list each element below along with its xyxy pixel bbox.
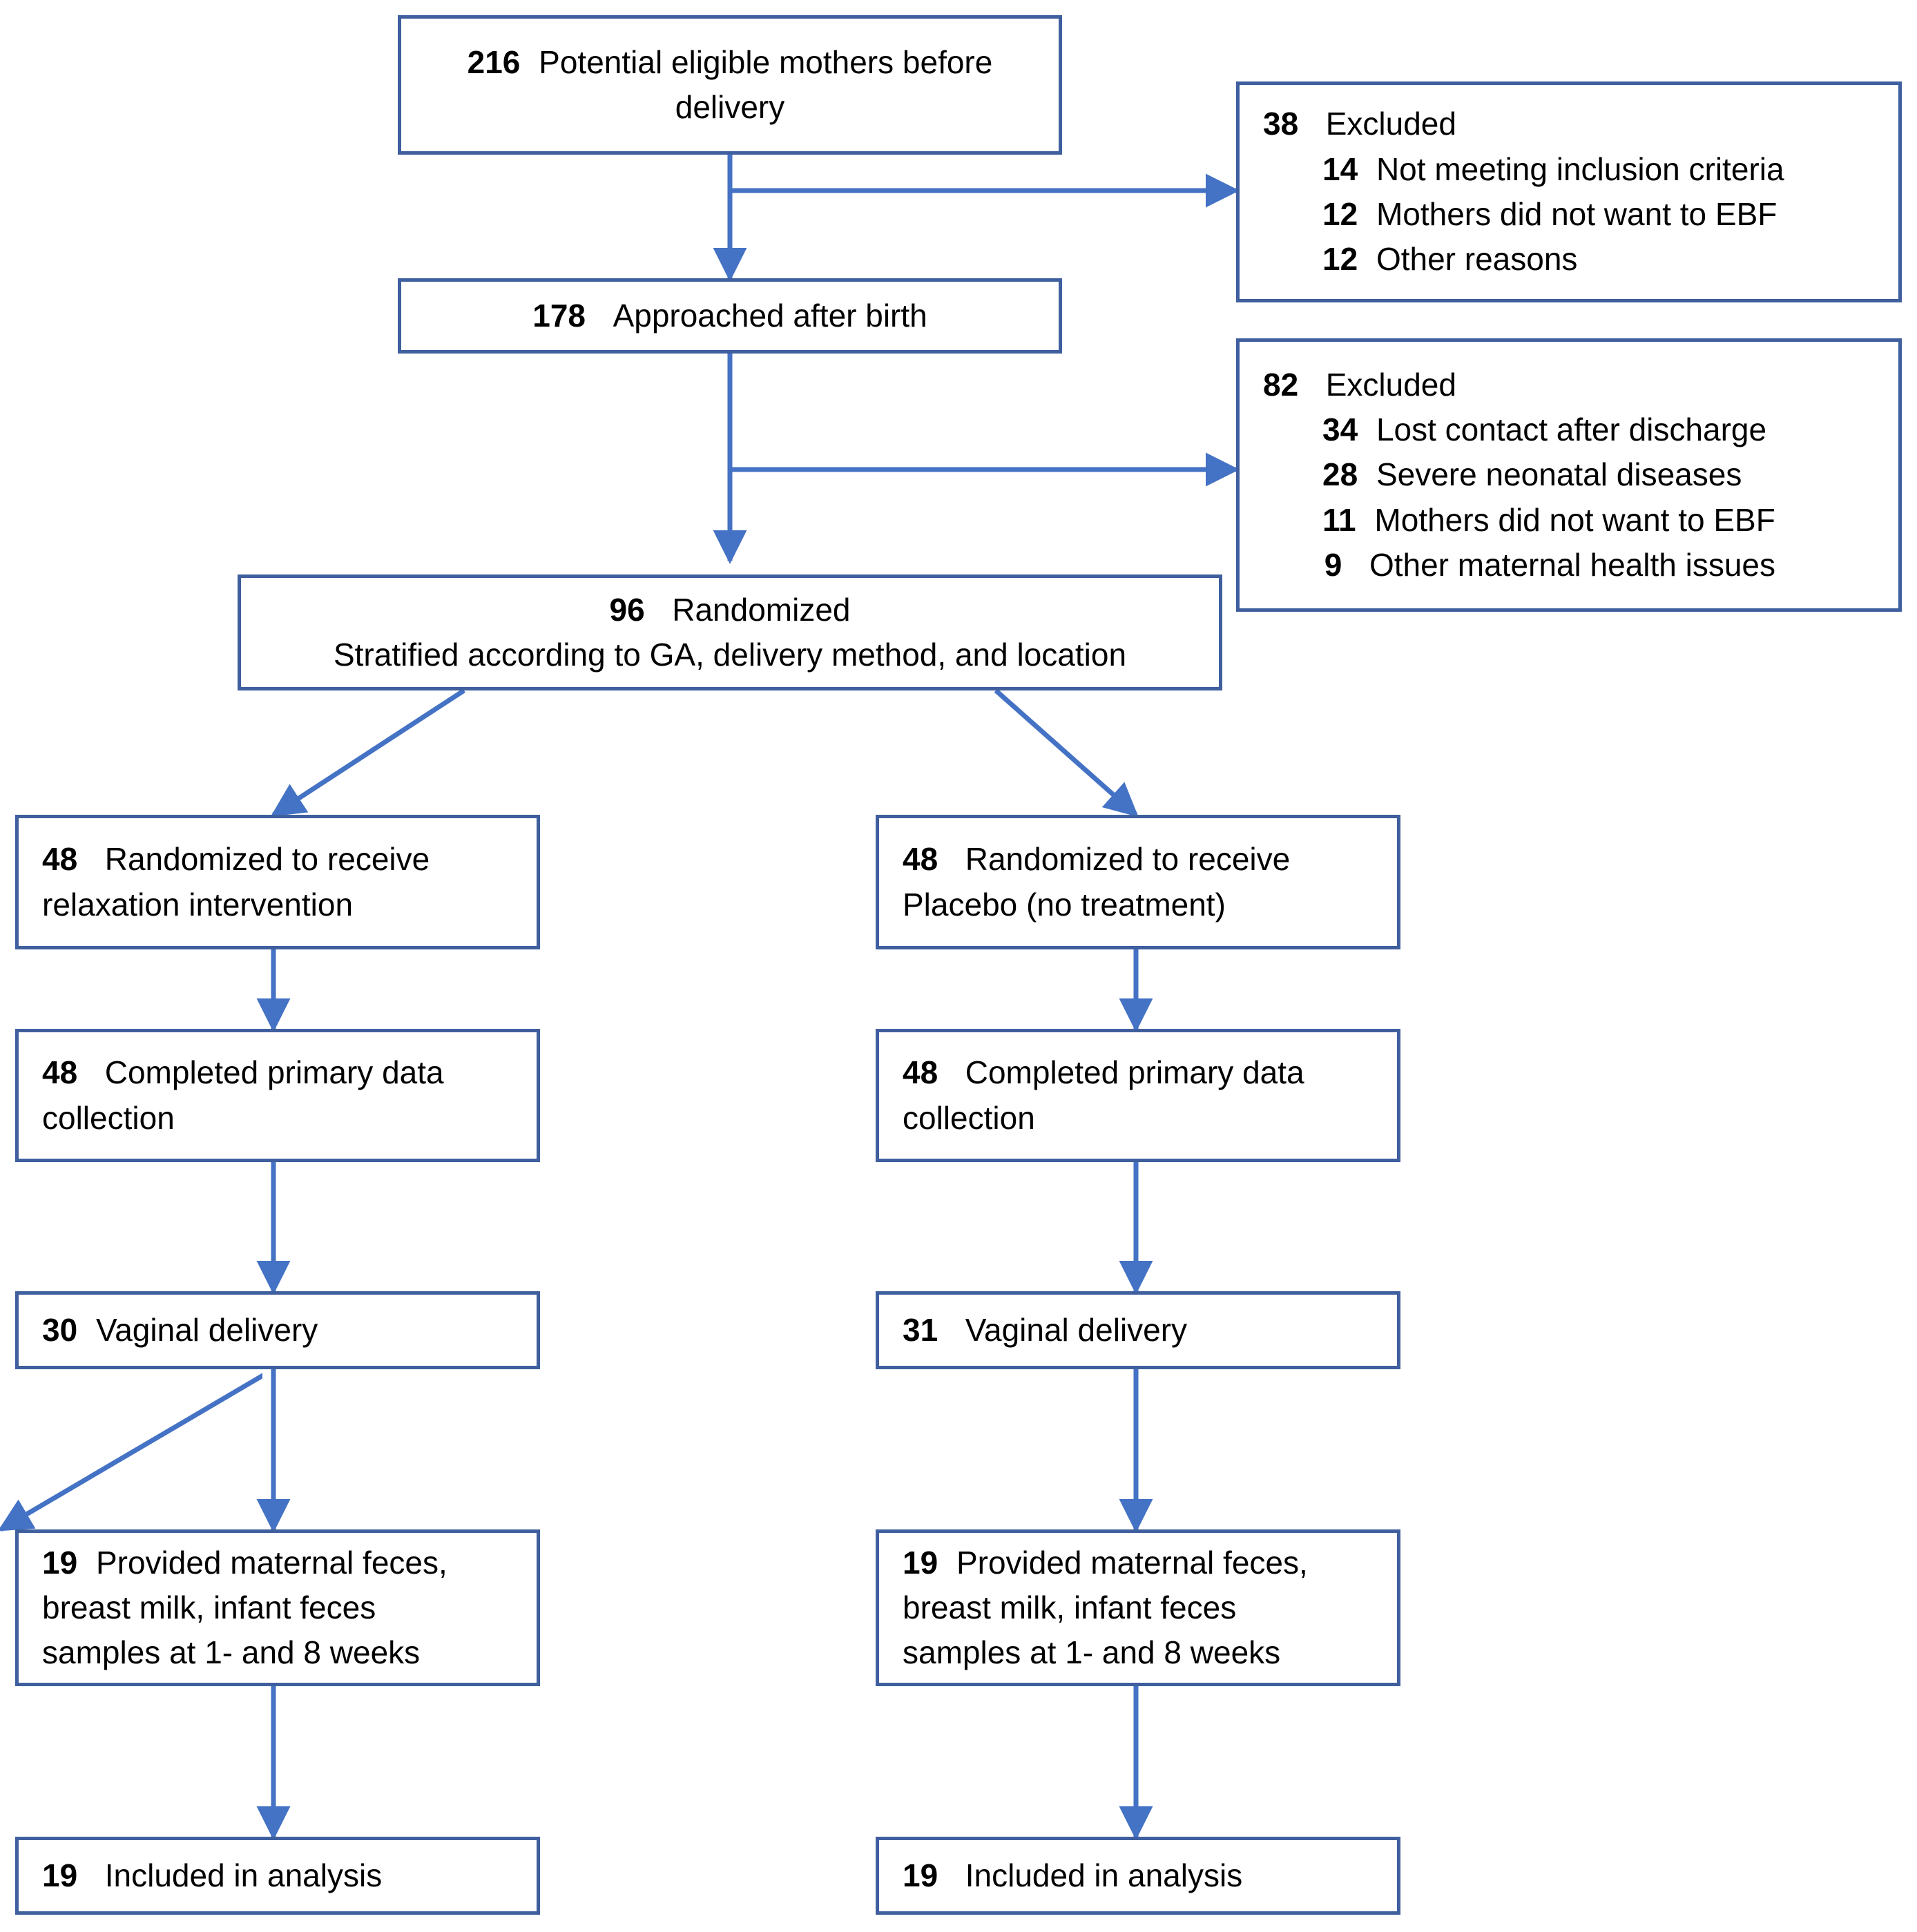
- node-left-vaginal-count: 30: [42, 1311, 78, 1348]
- node-excluded-2-reason-0: 34 Lost contact after discharge: [1240, 407, 1898, 452]
- node-left-samples-count: 19: [42, 1544, 78, 1581]
- reason-count: 34: [1322, 412, 1358, 448]
- node-right-completed-line2: collection: [903, 1099, 1035, 1136]
- reason-count: 11: [1322, 501, 1356, 538]
- reason-count: 12: [1322, 196, 1358, 232]
- reason-count: 28: [1322, 456, 1358, 493]
- node-right-completed-count: 48: [903, 1054, 938, 1091]
- node-right-samples-count: 19: [903, 1544, 938, 1581]
- node-excluded-1-reason-2: 12 Other reasons: [1240, 237, 1898, 282]
- node-randomized-line1: 96 Randomized: [241, 588, 1219, 632]
- node-right-samples-label: Provided maternal feces,: [956, 1544, 1308, 1581]
- connector-randomized-to-left-arm: [270, 688, 465, 817]
- node-eligible-line1: 216 Potential eligible mothers before: [401, 40, 1059, 85]
- node-randomized: 96 Randomized Stratified according to GA…: [238, 574, 1222, 690]
- node-right-samples-line2: breast milk, infant feces: [903, 1589, 1237, 1625]
- node-right-allocation-line1: 48 Randomized to receive: [879, 837, 1397, 882]
- node-left-analysis-label: Included in analysis: [104, 1857, 383, 1893]
- node-right-samples-line3: samples at 1- and 8 weeks: [903, 1634, 1281, 1671]
- node-excluded-2: 82 Excluded 34 Lost contact after discha…: [1236, 338, 1902, 612]
- node-left-vaginal: 30 Vaginal delivery: [15, 1291, 540, 1369]
- reason-label: Other reasons: [1376, 241, 1578, 278]
- connector-randomized-to-right-arm: [994, 688, 1139, 818]
- node-left-completed-label: Completed primary data: [104, 1054, 444, 1091]
- reason-label: Mothers did not want to EBF: [1374, 501, 1775, 538]
- node-right-allocation: 48 Randomized to receive Placebo (no tre…: [876, 815, 1400, 949]
- node-left-completed-count: 48: [42, 1054, 78, 1091]
- node-left-allocation-count: 48: [42, 841, 78, 878]
- node-approached-line1: 178 Approached after birth: [401, 293, 1059, 338]
- node-right-samples-line1: 19 Provided maternal feces,: [879, 1540, 1397, 1585]
- node-randomized-count: 96: [609, 591, 645, 628]
- node-right-samples: 19 Provided maternal feces, breast milk,…: [876, 1529, 1400, 1686]
- node-right-completed-label: Completed primary data: [965, 1054, 1304, 1091]
- node-eligible-count: 216: [467, 44, 521, 80]
- node-right-analysis: 19 Included in analysis: [876, 1837, 1400, 1915]
- node-right-completed-line1: 48 Completed primary data: [879, 1050, 1397, 1095]
- node-right-vaginal-line1: 31 Vaginal delivery: [879, 1308, 1397, 1353]
- reason-label: Other maternal health issues: [1369, 546, 1776, 583]
- node-approached: 178 Approached after birth: [398, 278, 1062, 354]
- node-left-samples-line3: samples at 1- and 8 weeks: [42, 1634, 421, 1671]
- node-approached-count: 178: [532, 297, 586, 334]
- node-right-analysis-line1: 19 Included in analysis: [879, 1853, 1397, 1898]
- node-left-samples-line1: 19 Provided maternal feces,: [19, 1540, 537, 1585]
- node-left-samples-label: Provided maternal feces,: [95, 1544, 447, 1581]
- node-excluded-1-label: Excluded: [1325, 106, 1456, 142]
- node-right-analysis-count: 19: [903, 1857, 938, 1893]
- node-eligible-line2: delivery: [675, 89, 785, 125]
- node-eligible: 216 Potential eligible mothers before de…: [398, 15, 1062, 155]
- node-excluded-2-reason-2: 11 Mothers did not want to EBF: [1240, 498, 1898, 543]
- node-right-allocation-count: 48: [903, 841, 938, 878]
- reason-label: Not meeting inclusion criteria: [1376, 151, 1784, 187]
- node-excluded-1-reason-0: 14 Not meeting inclusion criteria: [1240, 147, 1898, 192]
- node-left-allocation-label: Randomized to receive: [104, 841, 430, 878]
- node-randomized-label: Randomized: [672, 591, 851, 628]
- node-left-allocation-line2: relaxation intervention: [42, 886, 354, 922]
- node-left-samples: 19 Provided maternal feces, breast milk,…: [15, 1529, 540, 1686]
- node-excluded-1: 38 Excluded 14 Not meeting inclusion cri…: [1236, 81, 1902, 302]
- node-right-vaginal-count: 31: [903, 1311, 938, 1348]
- node-left-completed-line2: collection: [42, 1099, 175, 1136]
- node-excluded-1-reason-1: 12 Mothers did not want to EBF: [1240, 192, 1898, 237]
- node-right-allocation-line2: Placebo (no treatment): [903, 886, 1226, 922]
- node-right-allocation-label: Randomized to receive: [965, 841, 1291, 878]
- node-right-vaginal-label: Vaginal delivery: [965, 1311, 1188, 1348]
- node-excluded-2-reason-3: 9 Other maternal health issues: [1240, 543, 1898, 588]
- node-right-vaginal: 31 Vaginal delivery: [876, 1291, 1400, 1369]
- reason-label: Severe neonatal diseases: [1376, 456, 1742, 493]
- node-excluded-1-count: 38: [1263, 106, 1299, 142]
- node-excluded-1-header: 38 Excluded: [1240, 102, 1898, 146]
- node-excluded-2-reason-1: 28 Severe neonatal diseases: [1240, 452, 1898, 497]
- node-excluded-2-count: 82: [1263, 366, 1299, 403]
- reason-count: 12: [1322, 241, 1358, 278]
- node-left-vaginal-line1: 30 Vaginal delivery: [19, 1308, 537, 1353]
- node-left-analysis-line1: 19 Included in analysis: [19, 1853, 537, 1898]
- node-excluded-2-header: 82 Excluded: [1240, 363, 1898, 407]
- node-left-analysis-count: 19: [42, 1857, 78, 1893]
- node-right-completed: 48 Completed primary data collection: [876, 1029, 1400, 1162]
- reason-count: 14: [1322, 151, 1358, 187]
- node-left-allocation: 48 Randomized to receive relaxation inte…: [15, 815, 540, 949]
- reason-count: 9: [1324, 546, 1342, 583]
- node-approached-label: Approached after birth: [613, 297, 927, 334]
- node-randomized-subtitle: Stratified according to GA, delivery met…: [333, 637, 1127, 673]
- node-left-samples-line2: breast milk, infant feces: [42, 1589, 376, 1625]
- reason-label: Mothers did not want to EBF: [1376, 196, 1778, 232]
- node-right-analysis-label: Included in analysis: [965, 1857, 1243, 1893]
- node-left-allocation-line1: 48 Randomized to receive: [19, 837, 537, 882]
- node-left-analysis: 19 Included in analysis: [15, 1837, 540, 1915]
- node-left-completed-line1: 48 Completed primary data: [19, 1050, 537, 1095]
- node-left-vaginal-label: Vaginal delivery: [95, 1311, 318, 1348]
- node-eligible-label: Potential eligible mothers before: [539, 44, 993, 80]
- connector-left-vaginal-to-samples: [0, 1366, 275, 1532]
- node-excluded-2-label: Excluded: [1325, 366, 1456, 403]
- node-left-completed: 48 Completed primary data collection: [15, 1029, 540, 1162]
- reason-label: Lost contact after discharge: [1376, 412, 1767, 448]
